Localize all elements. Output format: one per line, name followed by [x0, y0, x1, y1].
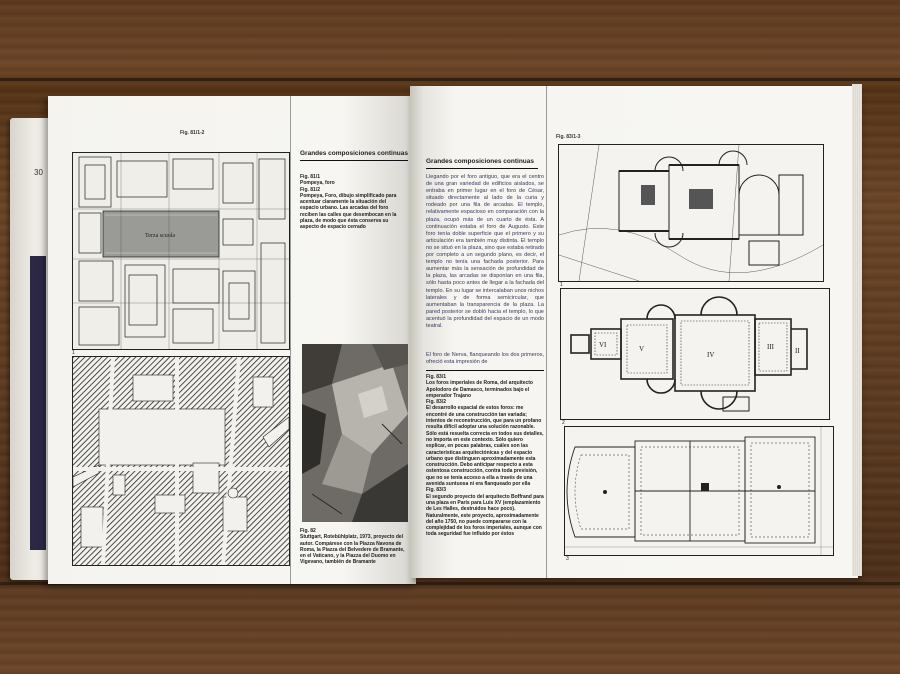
- column-divider: [546, 86, 547, 578]
- plate-number: 2: [562, 420, 565, 426]
- plank-gap: [0, 582, 900, 585]
- forum-label-v: V: [639, 345, 644, 353]
- heading-rule: [426, 168, 538, 169]
- figure-ground-drawing: [73, 357, 289, 565]
- boffrand-paris-plan: [564, 426, 834, 556]
- page-heading: Grandes composiciones continuas: [426, 158, 534, 165]
- boffrand-plan-drawing: [565, 427, 833, 555]
- right-page: Grandes composiciones continuas Llegando…: [410, 86, 858, 578]
- figure-reference: Fig. 81/1-2: [180, 130, 205, 136]
- fora-reconstruction-plan: VI V IV III II: [560, 288, 830, 420]
- previous-page-image-edge: [30, 256, 46, 550]
- figure-83-caption: Fig. 83/1 Los foros imperiales de Roma, …: [426, 374, 544, 538]
- stuttgart-model-photo: [302, 344, 408, 522]
- figure-82-caption: Fig. 82 Stuttgart, Rotebühlplatz, 1973, …: [300, 528, 405, 566]
- plate-number: 3: [566, 556, 569, 562]
- pompeii-figure-ground-plan: [72, 356, 290, 566]
- imperial-fora-drawing: [559, 145, 823, 281]
- forum-label-iv: IV: [707, 351, 714, 359]
- fora-reconstruction-drawing: VI V IV III II: [561, 289, 829, 419]
- figure-81-caption: Fig. 81/1 Pompeya, foro Fig. 81/2 Pompey…: [300, 174, 397, 231]
- forum-label-vi: VI: [599, 341, 607, 349]
- left-page: 30 Fig. 81/1-2: [34, 96, 416, 584]
- plate-number: 1: [560, 282, 563, 288]
- plate-number: 1: [72, 350, 75, 356]
- caption-rule: [426, 370, 544, 371]
- page-heading: Grandes composiciones continuas: [300, 150, 408, 157]
- forum-label-ii: II: [795, 347, 800, 355]
- heading-rule: [300, 160, 408, 161]
- forum-label-iii: III: [767, 343, 775, 351]
- page-number: 30: [34, 168, 43, 177]
- page-edges: [852, 84, 862, 576]
- plate-number: 2: [72, 542, 75, 548]
- body-text-paragraph: Llegando por el foro antiguo, que era el…: [426, 174, 544, 329]
- body-text-paragraph: El foro de Nerva, flanqueando los dos pr…: [426, 352, 544, 366]
- figure-reference: Fig. 83/1-3: [556, 134, 581, 140]
- plan-label: Terza scuola: [145, 233, 175, 239]
- imperial-fora-plan: [558, 144, 824, 282]
- plank-gap: [0, 78, 900, 81]
- column-divider: [290, 96, 291, 584]
- pompeii-plan-drawing: Terza scuola: [73, 153, 289, 349]
- model-photo-drawing: [302, 344, 408, 522]
- pompeii-forum-plan: Terza scuola: [72, 152, 290, 350]
